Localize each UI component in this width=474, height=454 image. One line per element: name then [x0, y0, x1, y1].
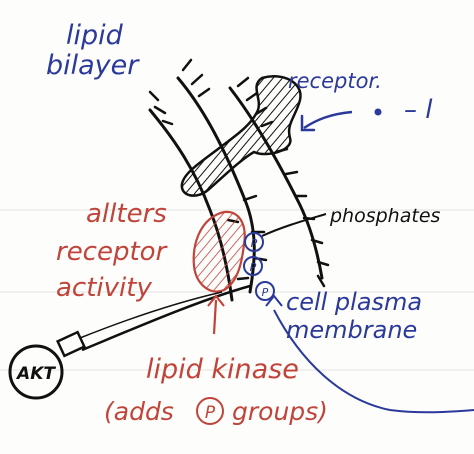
- right-dash-label: – l: [404, 95, 433, 125]
- adds-p-letter: P: [205, 403, 216, 423]
- receptor-activity-label: receptor: [56, 237, 169, 267]
- lipid-kinase-label: lipid kinase: [146, 354, 299, 385]
- groups-label: groups): [232, 397, 328, 426]
- lipid-label: lipid: [66, 20, 124, 51]
- cell-plasma-label: cell plasma: [286, 288, 422, 316]
- receptor-label: receptor.: [288, 69, 382, 93]
- phosphate-label: P: [262, 286, 269, 299]
- receptor-dot: [375, 109, 382, 116]
- alters-label: allters: [86, 199, 167, 229]
- receptor-arrow: [304, 112, 352, 128]
- activity-label: activity: [56, 273, 152, 303]
- akt-label: AKT: [15, 364, 56, 384]
- membrane-label: membrane: [286, 316, 417, 344]
- kinase-arrow: [214, 300, 216, 334]
- phosphates-label: phosphates: [329, 205, 441, 227]
- phosphates-pointer-line: [262, 214, 326, 236]
- phosphate-label: P: [251, 237, 258, 250]
- adds-label: (adds: [104, 397, 174, 426]
- phosphate-label: P: [250, 261, 257, 274]
- bilayer-label: bilayer: [46, 50, 140, 81]
- phosphate-group: P P P: [244, 233, 274, 300]
- akt-connector-box: [58, 332, 85, 356]
- membrane-arrowhead: [266, 296, 282, 306]
